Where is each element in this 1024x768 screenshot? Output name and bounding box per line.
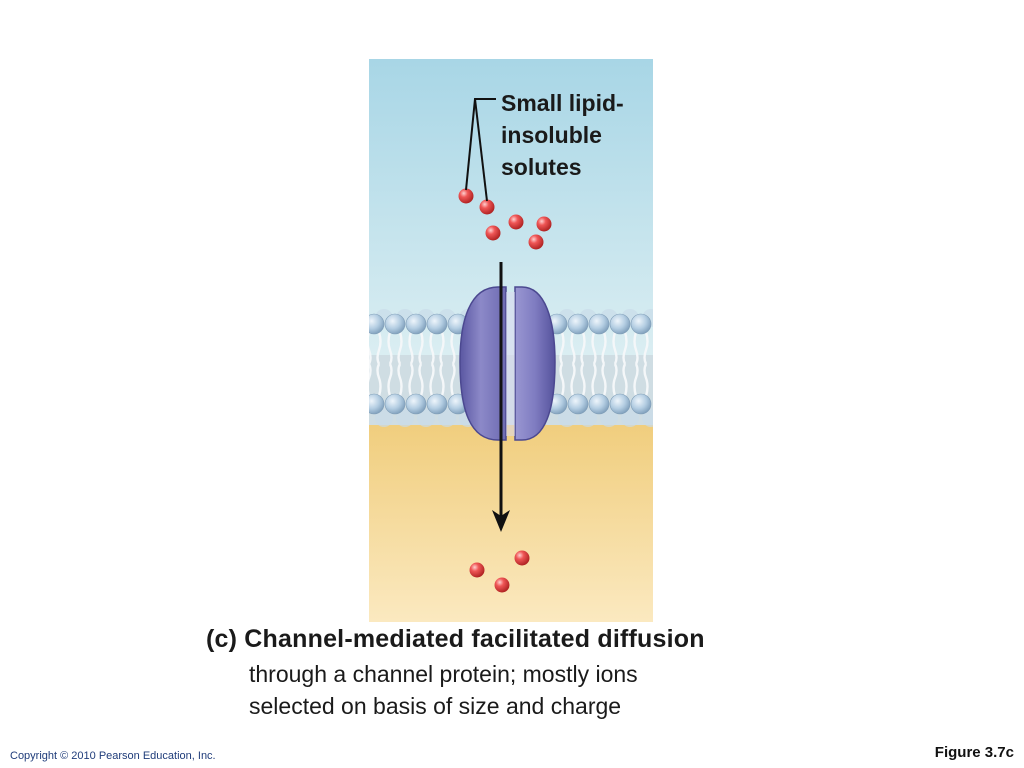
lipid-tail (601, 363, 607, 397)
leader-line-2 (474, 98, 488, 202)
lipid-tail (429, 331, 435, 365)
lipid-tail (622, 331, 628, 365)
lipid-tail (633, 363, 639, 397)
lipid-tail (633, 331, 639, 365)
lipid-tail (580, 363, 586, 397)
lipid-tail (570, 363, 576, 397)
phospholipid-head (558, 409, 576, 427)
phospholipid-head (375, 409, 393, 427)
phospholipid-head (384, 393, 406, 415)
phospholipid-head (588, 393, 610, 415)
lipid-tail (580, 331, 586, 365)
phospholipid-head (630, 393, 652, 415)
phospholipid-head (621, 409, 639, 427)
caption-title: (c) Channel-mediated facilitated diffusi… (206, 625, 705, 653)
lipid-tail (397, 363, 403, 397)
figure-number: Figure 3.7c (934, 744, 1014, 761)
solute-molecule (469, 562, 485, 578)
phospholipid-bilayer (369, 309, 653, 427)
lipid-tail (622, 363, 628, 397)
lipid-tail (439, 363, 445, 397)
lipid-tail (601, 331, 607, 365)
lipid-tail (612, 363, 618, 397)
solutes-label-line-2: insoluble (501, 122, 602, 148)
diffusion-arrow (492, 262, 510, 532)
phospholipid-head (369, 393, 385, 415)
lipid-tail (376, 331, 382, 365)
lipid-tail (559, 331, 565, 365)
solute-molecule (485, 225, 501, 241)
lipid-tail (429, 363, 435, 397)
lipid-tail (591, 331, 597, 365)
channel-protein-left-subunit (459, 286, 507, 441)
solute-molecule (479, 199, 495, 215)
phospholipid-head (567, 313, 589, 335)
phospholipid-head (396, 409, 414, 427)
phospholipid-head (588, 313, 610, 335)
caption-line-3: selected on basis of size and charge (249, 693, 622, 719)
membrane-panel (369, 59, 653, 622)
lipid-tail (643, 331, 649, 365)
phospholipid-head (567, 393, 589, 415)
phospholipid-head (579, 409, 597, 427)
lipid-tail (387, 331, 393, 365)
lipid-tail (408, 331, 414, 365)
lipid-tail (369, 363, 372, 396)
solutes-label-line-3: solutes (501, 154, 582, 180)
lipid-tail (570, 331, 576, 365)
lipid-tail (418, 363, 424, 397)
phospholipid-head (609, 393, 631, 415)
solute-molecules (458, 188, 552, 593)
channel-protein (459, 286, 556, 441)
lipid-tail (643, 363, 649, 397)
solute-molecule (528, 234, 544, 250)
lipid-tail (439, 331, 445, 365)
lipid-tail (559, 363, 565, 397)
phospholipid-head (609, 313, 631, 335)
lipid-tail (387, 363, 393, 397)
lipid-tail (450, 363, 456, 397)
phospholipid-head (600, 409, 618, 427)
solute-molecule (508, 214, 524, 230)
phospholipid-head (426, 313, 448, 335)
phospholipid-head (630, 313, 652, 335)
lipid-tail (376, 363, 382, 397)
solute-molecule (536, 216, 552, 232)
channel-protein-right-subunit (514, 286, 556, 441)
caption-line-2: through a channel protein; mostly ions (249, 661, 638, 687)
solute-molecule (494, 577, 510, 593)
label-leader-lines (465, 98, 496, 202)
lipid-tail (450, 331, 456, 365)
lipid-tail (369, 332, 372, 365)
phospholipid-head (369, 313, 385, 335)
lipid-tail (591, 363, 597, 397)
lipid-tail (408, 363, 414, 397)
solutes-label-line-1: Small lipid- (501, 90, 624, 116)
phospholipid-head (384, 313, 406, 335)
phospholipid-head (405, 313, 427, 335)
solute-molecule (458, 188, 474, 204)
lipid-tail (418, 331, 424, 365)
phospholipid-head (438, 409, 456, 427)
cytoplasm (369, 420, 653, 622)
copyright-notice: Copyright © 2010 Pearson Education, Inc. (10, 750, 216, 762)
channel-pore (506, 292, 515, 436)
phospholipid-head (405, 393, 427, 415)
solute-molecule (514, 550, 530, 566)
phospholipid-head (426, 393, 448, 415)
lipid-tail (397, 331, 403, 365)
phospholipid-head (417, 409, 435, 427)
lipid-tail (612, 331, 618, 365)
